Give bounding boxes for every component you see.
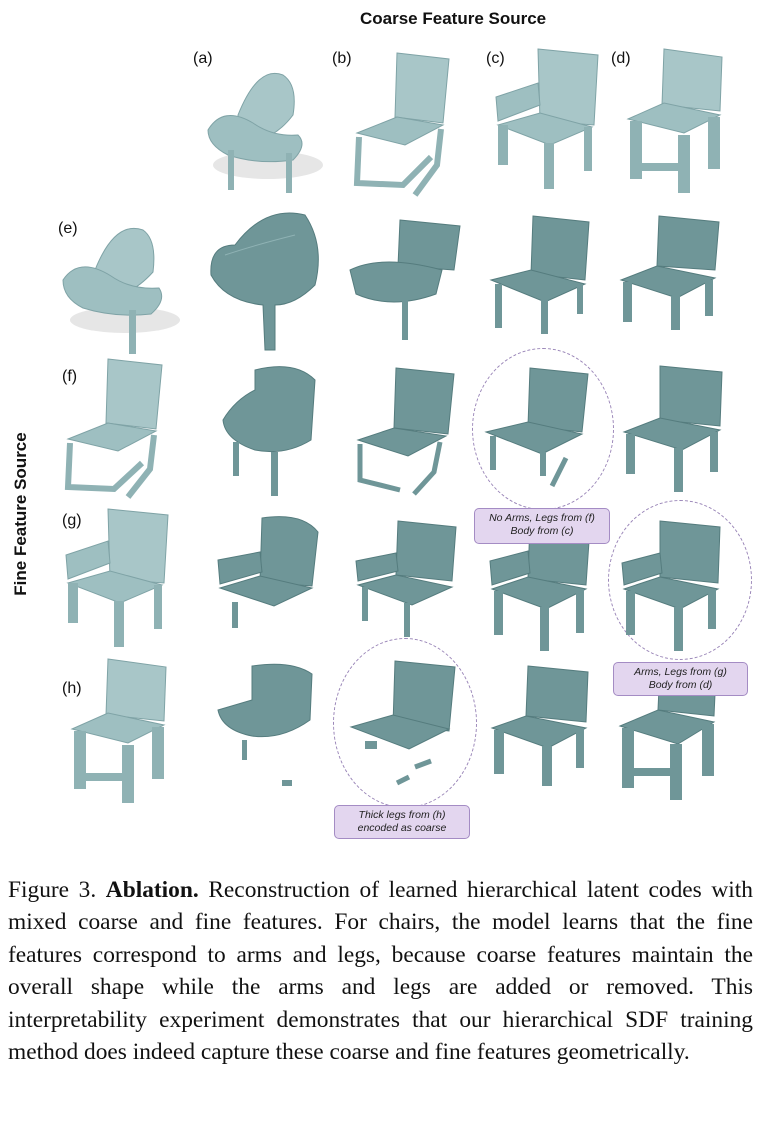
chair-shape-b — [345, 45, 465, 205]
annotation-arms-legs: Arms, Legs from (g) Body from (d) — [613, 662, 748, 696]
chair-shape-a — [198, 45, 328, 205]
figure: Coarse Feature Source Fine Feature Sourc… — [11, 9, 752, 839]
chair-shape-d — [622, 45, 732, 205]
caption-text: Reconstruction of learned hierarchical l… — [8, 877, 753, 1066]
reconstruction-f-d — [620, 360, 730, 500]
chair-shape-g — [58, 505, 178, 655]
annotation-thick-legs-line1: Thick legs from (h) — [358, 809, 446, 821]
annotation-ring-g-d — [608, 500, 752, 660]
row-label-f: (f) — [62, 368, 78, 385]
caption-bold-title: Ablation. — [105, 877, 199, 903]
figure-caption: Figure 3. Ablation. Reconstruction of le… — [8, 874, 753, 1068]
column-label-d: (d) — [611, 50, 631, 67]
reconstruction-g-b — [352, 515, 467, 645]
reconstruction-h-c — [488, 660, 598, 800]
fine-feature-source-title: Fine Feature Source — [11, 432, 30, 596]
reconstruction-f-a — [215, 360, 330, 510]
row-label-g: (g) — [62, 512, 82, 529]
annotation-no-arms-line1: No Arms, Legs from (f) — [489, 512, 595, 524]
reconstruction-g-a — [212, 512, 327, 642]
reconstruction-h-b — [345, 655, 465, 795]
row-label-e: (e) — [58, 220, 78, 237]
reconstruction-e-c — [485, 210, 595, 340]
reconstruction-f-c — [482, 362, 597, 497]
annotation-arms-legs-line2: Body from (d) — [648, 679, 713, 691]
reconstruction-h-a — [212, 660, 322, 800]
figure-number: Figure 3. — [8, 877, 97, 903]
column-label-b: (b) — [332, 50, 352, 67]
chair-shape-e — [55, 210, 185, 360]
annotation-no-arms: No Arms, Legs from (f) Body from (c) — [474, 508, 610, 544]
chair-shape-h — [66, 655, 176, 805]
reconstruction-e-a — [205, 205, 330, 355]
column-label-c: (c) — [486, 50, 505, 67]
column-label-a: (a) — [193, 50, 213, 67]
annotation-thick-legs: Thick legs from (h) encoded as coarse — [334, 805, 470, 839]
reconstruction-f-b — [350, 360, 465, 500]
chair-shape-f — [58, 355, 178, 505]
annotation-arms-legs-line1: Arms, Legs from (g) — [634, 666, 727, 678]
coarse-feature-source-title: Coarse Feature Source — [360, 9, 547, 28]
chair-shape-c — [488, 45, 608, 205]
reconstruction-e-b — [342, 210, 467, 350]
row-label-h: (h) — [62, 680, 82, 697]
reconstruction-g-d — [620, 515, 730, 655]
annotation-no-arms-line2: Body from (c) — [510, 525, 574, 537]
annotation-thick-legs-line2: encoded as coarse — [357, 822, 447, 834]
reconstruction-e-d — [615, 210, 725, 340]
